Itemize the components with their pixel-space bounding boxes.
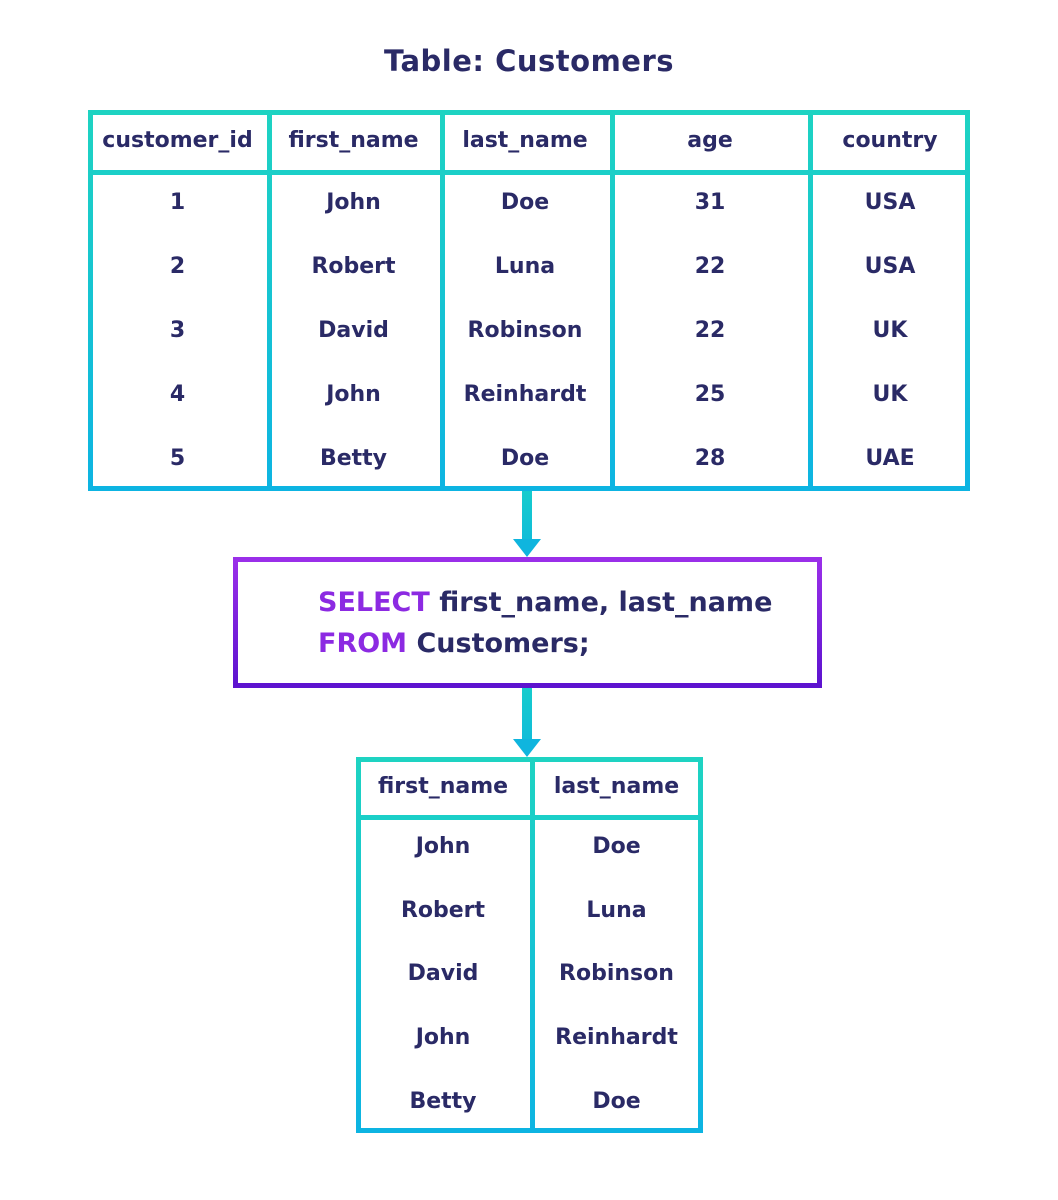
table-cell: Luna (586, 897, 647, 923)
column-divider (808, 110, 813, 491)
arrow-head (513, 739, 541, 757)
table-cell: 2 (169, 253, 186, 279)
column-divider (610, 110, 615, 491)
sql-columns-text: first_name, last_name (439, 587, 773, 618)
table-cell: David (407, 961, 479, 987)
diagram-title: Table: Customers (383, 44, 675, 78)
table-cell: Doe (592, 834, 641, 860)
sql-line-from: FROM Customers; (318, 623, 817, 664)
header-cell-customer-id: customer_id (102, 127, 253, 153)
header-divider (356, 815, 703, 820)
table-cell: 31 (694, 189, 726, 215)
table-cell: Robinson (559, 961, 674, 987)
table-cell: David (318, 317, 389, 343)
table-cell: Robert (311, 253, 396, 279)
table-cell: 1 (169, 189, 186, 215)
column-divider (440, 110, 445, 491)
table-cell: 5 (169, 446, 186, 472)
table-cell: Doe (500, 446, 550, 472)
column-divider (267, 110, 272, 491)
table-cell: 28 (694, 446, 726, 472)
header-cell-last-name: last_name (462, 127, 588, 153)
table-cell: Reinhardt (463, 382, 587, 408)
arrow-down-icon (513, 491, 541, 557)
header-cell-age: age (687, 127, 733, 153)
result-table: first_name last_name John Doe Robert Lun… (356, 757, 703, 1133)
customers-table: customer_id first_name last_name age cou… (88, 110, 970, 491)
arrow-head (513, 539, 541, 557)
table-cell: Robert (400, 897, 486, 923)
sql-keyword-from: FROM (318, 628, 408, 659)
table-cell: USA (864, 189, 916, 215)
arrow-down-icon (513, 688, 541, 757)
table-cell: Betty (319, 446, 388, 472)
table-cell: 4 (169, 382, 186, 408)
arrow-shaft (522, 491, 532, 539)
table-cell: John (415, 1025, 471, 1051)
table-cell: UAE (865, 446, 915, 472)
table-cell: USA (864, 253, 916, 279)
table-cell: Robinson (467, 317, 583, 343)
sql-table-text: Customers; (416, 628, 590, 659)
table-cell: Doe (500, 189, 550, 215)
table-cell: UK (872, 317, 908, 343)
table-cell: 22 (694, 317, 726, 343)
table-cell: Luna (494, 253, 556, 279)
table-cell: 25 (694, 382, 726, 408)
table-cell: Reinhardt (555, 1025, 678, 1051)
table-cell: John (415, 834, 471, 860)
table-cell: Doe (592, 1088, 641, 1114)
table-cell: John (326, 189, 381, 215)
sql-line-select: SELECT first_name, last_name (318, 582, 817, 623)
table-cell: 22 (694, 253, 726, 279)
sql-query-box: SELECT first_name, last_name FROM Custom… (233, 557, 822, 688)
header-cell-last-name: last_name (553, 773, 680, 799)
header-cell-first-name: first_name (377, 773, 509, 799)
table-cell: Betty (409, 1088, 477, 1114)
table-cell: John (326, 382, 381, 408)
table-cell: UK (872, 382, 908, 408)
column-divider (530, 757, 535, 1133)
header-divider (88, 170, 970, 175)
header-cell-first-name: first_name (288, 127, 419, 153)
arrow-shaft (522, 688, 532, 739)
header-cell-country: country (842, 127, 938, 153)
sql-keyword-select: SELECT (318, 587, 430, 618)
table-cell: 3 (169, 317, 186, 343)
